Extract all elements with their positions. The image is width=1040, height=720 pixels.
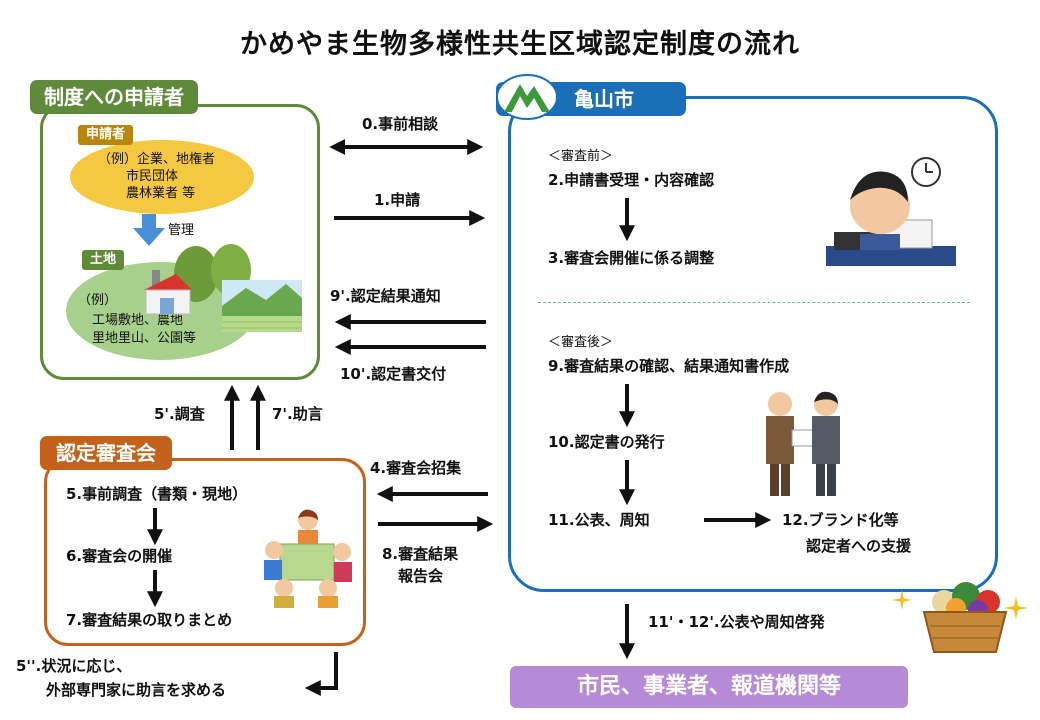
report-label-1: 8.審査結果: [382, 544, 458, 564]
report-label-2: 報告会: [398, 566, 443, 586]
advice-label: 7'.助言: [272, 404, 323, 424]
survey-label: 5'.調査: [154, 404, 205, 424]
cert-label: 10'.認定書交付: [340, 364, 446, 384]
publicize-label: 11'・12'.公表や周知啓発: [648, 612, 825, 632]
consult-label: 0.事前相談: [362, 114, 438, 134]
apply-label: 1.申請: [374, 190, 420, 210]
convene-label: 4.審査会招集: [370, 458, 461, 478]
expert-label-1: 5''.状況に応じ、: [16, 656, 131, 676]
expert-arrow: [312, 652, 336, 688]
notify-label: 9'.認定結果通知: [330, 286, 441, 306]
expert-label-2: 外部専門家に助言を求める: [46, 680, 226, 700]
